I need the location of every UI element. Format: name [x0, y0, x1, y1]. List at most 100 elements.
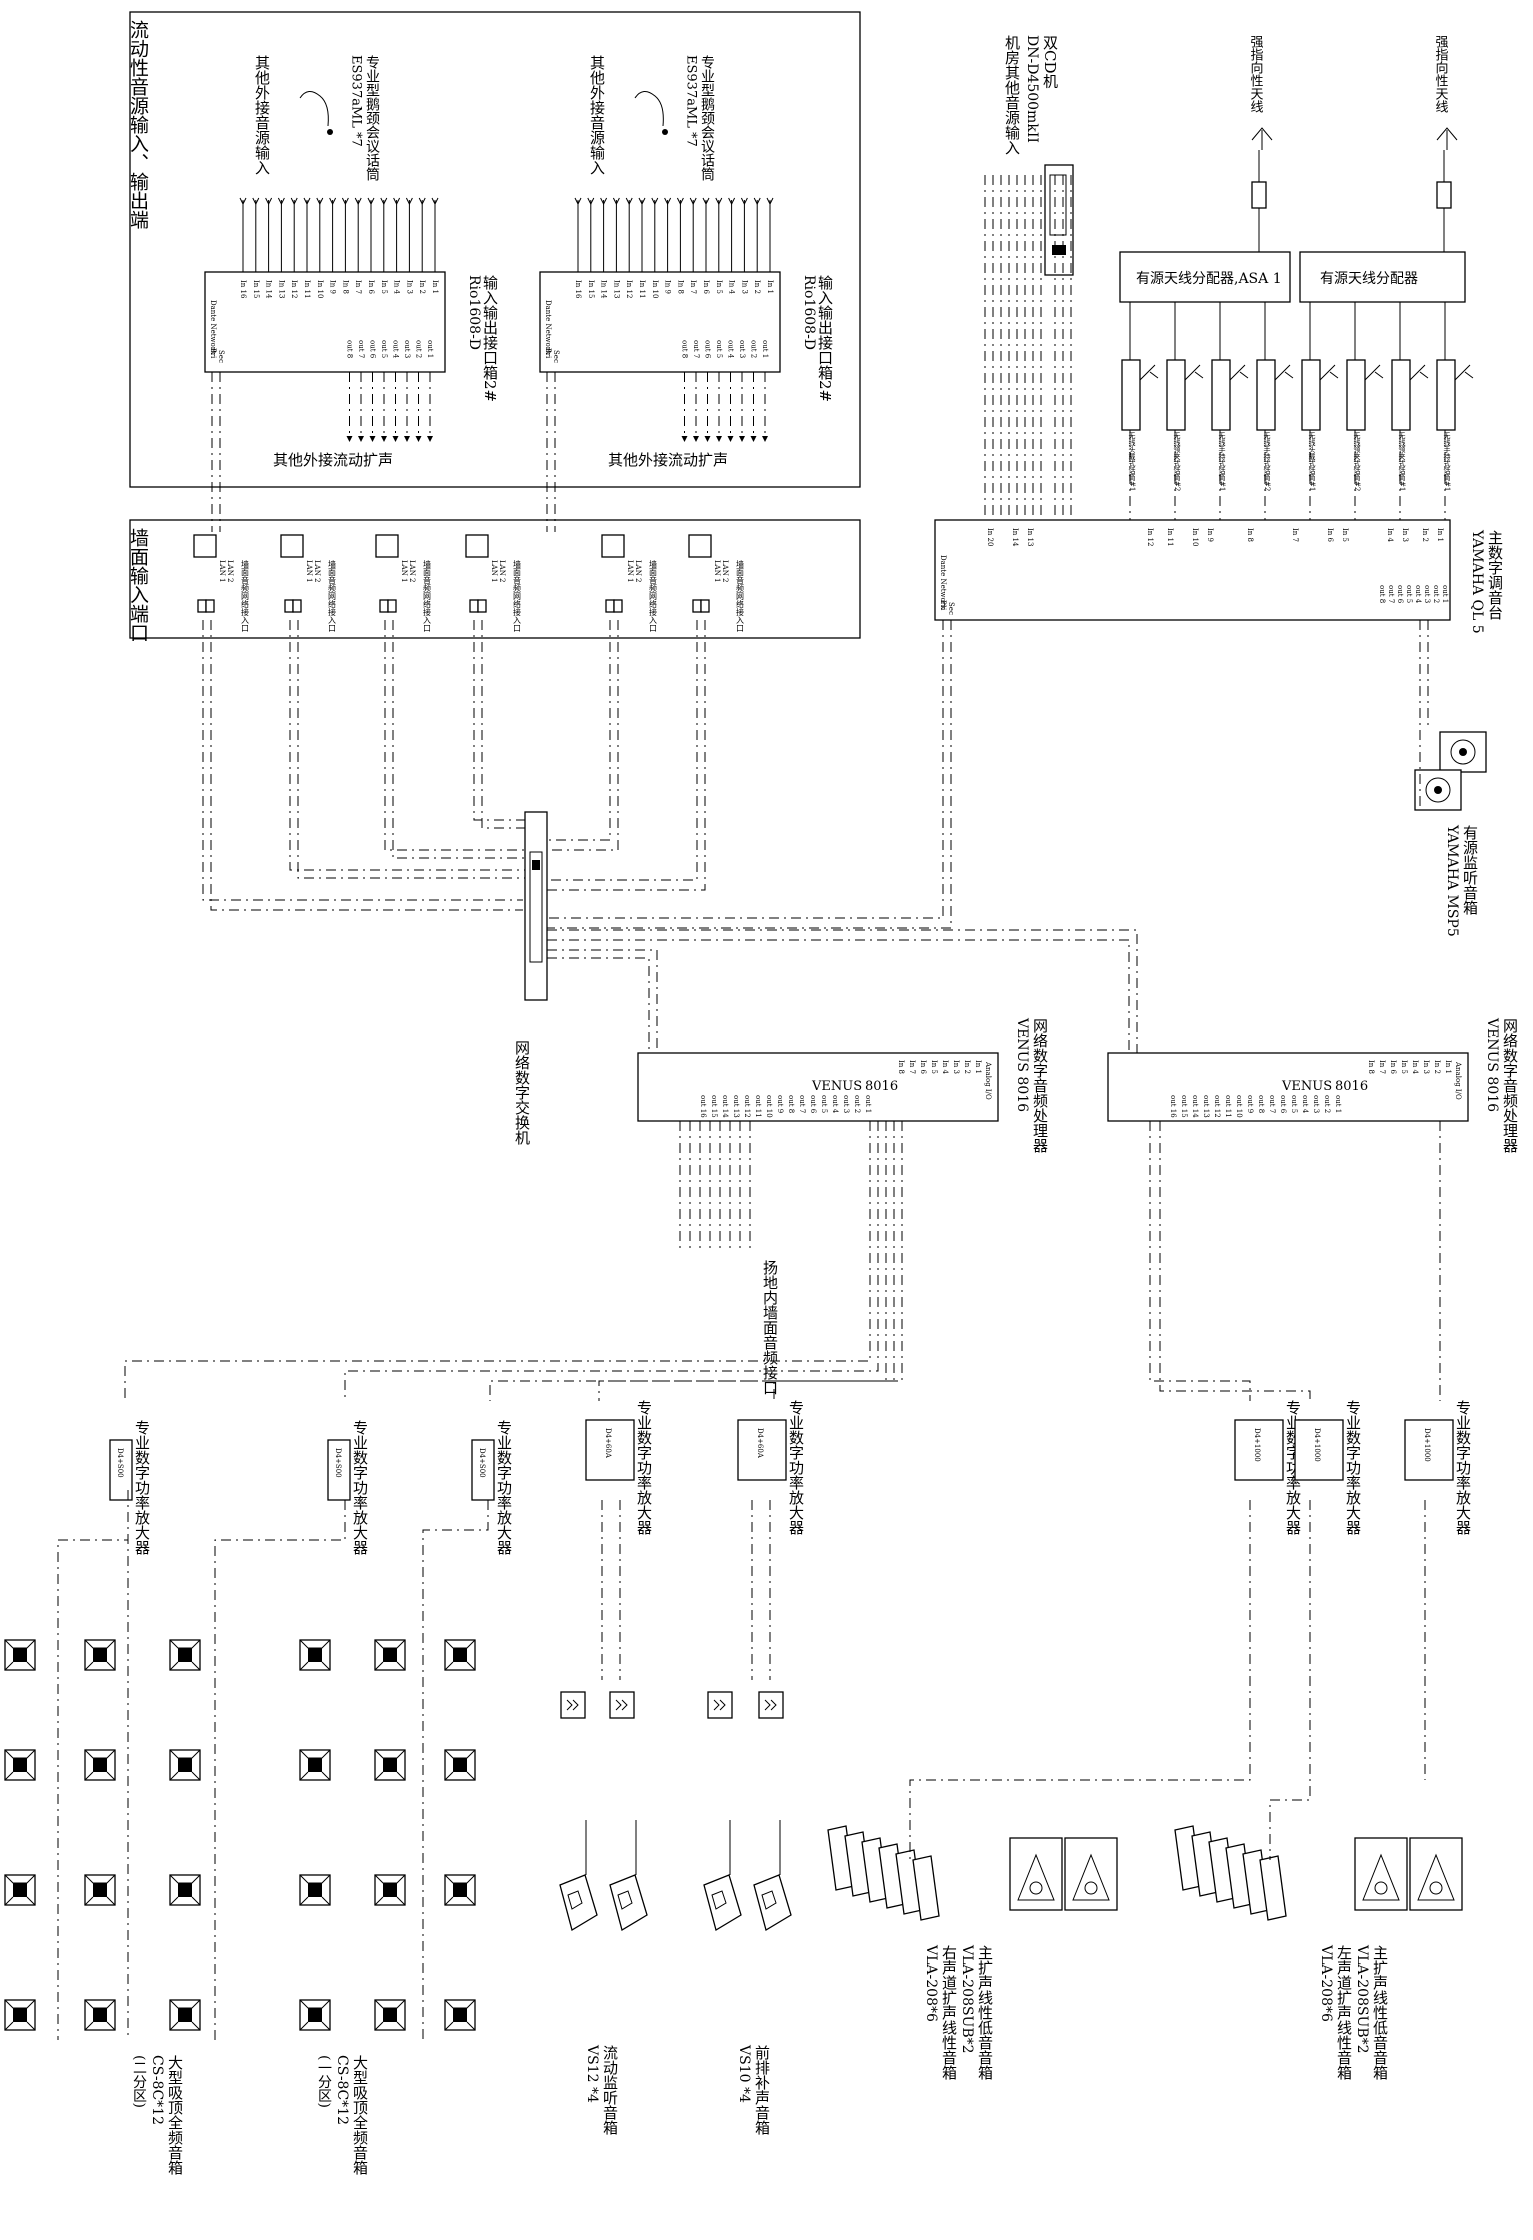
ceiling-labels: 大型吸顶全频音箱 CS-8C*12 (一分区) 大型吸顶全频音箱 CS-8C*1…: [131, 2055, 369, 2175]
antenna-icon: [1436, 127, 1458, 150]
rio-pri: Pri: [209, 348, 217, 359]
rio-input-port: In 3: [405, 280, 413, 294]
processor-input-port: In 5: [930, 1060, 938, 1074]
console-input-port: In 14: [1011, 528, 1019, 547]
wall-lan2: LAN 2: [313, 560, 321, 583]
rio-output-port: out 8: [681, 340, 689, 358]
amp-model: D4+60A: [604, 1428, 612, 1459]
rio-mic: 专业型鹅颈会议话筒: [699, 55, 715, 182]
output-arrow-icon: [427, 436, 433, 442]
wireless-receiver-icon: [1121, 359, 1141, 431]
rio-input-port: In 4: [393, 280, 401, 294]
rio-input-port: In 2: [753, 280, 761, 294]
amplifier-icon: [1294, 1419, 1344, 1481]
array-model: VLA-208*6: [923, 1944, 939, 2022]
array-arr: 左声道扩声线性音箱: [1335, 1945, 1353, 2080]
processor-output-port: out 9: [776, 1095, 784, 1113]
amp-output-box: [758, 1691, 784, 1719]
processor-input-port: In 4: [941, 1060, 949, 1074]
console-output-port: out 3: [1423, 585, 1431, 603]
ceiling-zone: (一分区): [316, 2055, 332, 2108]
wireless-receiver-icon: [1256, 359, 1276, 431]
console-input-port: In 6: [1326, 528, 1334, 542]
console-input-port: In 1: [1436, 528, 1444, 542]
wall-plate-icon: [465, 534, 489, 558]
rio-output-port: out 8: [346, 340, 354, 358]
rio-output-port: out 5: [380, 340, 388, 358]
lan-connector: [197, 599, 207, 613]
processor-input-port: In 3: [1422, 1060, 1430, 1074]
rio-output-port: out 4: [392, 340, 400, 359]
processor-num: 8016: [865, 1079, 898, 1094]
rio-title: 输入输出接口箱2#: [816, 275, 834, 402]
input-arrow-icon: [341, 197, 349, 206]
console-input-port: In 11: [1166, 528, 1174, 546]
rio-feed: 其他外接流动扩声: [273, 451, 393, 469]
processor-input-port: In 2: [963, 1060, 971, 1074]
speaker-center: [308, 1758, 322, 1772]
wireless-label: 无线手持式话筒#1: [1218, 432, 1226, 491]
lan-connector: [477, 599, 487, 613]
studio-monitor: 有源监听音箱 YAMAHA MSP5: [1414, 620, 1487, 937]
input-arrow-icon: [405, 197, 413, 206]
output-arrow-icon: [750, 436, 757, 442]
amplifier-icon: [471, 1439, 495, 1501]
console-input-port: In 12: [1146, 528, 1154, 546]
rio-input-port: In 12: [290, 280, 298, 298]
rio-output-port: out 2: [415, 340, 423, 358]
amp-label: 专业数字功率放大器: [133, 1420, 151, 1555]
rio-net: Dante Network: [209, 300, 217, 355]
line-array-element-icon: [912, 1855, 940, 1921]
amp-label: 专业数字功率放大器: [635, 1400, 653, 1535]
output-arrow-icon: [358, 436, 364, 442]
lan-connector: [605, 599, 615, 613]
output-arrow-icon: [716, 436, 722, 442]
wedge-speaker-icon: [753, 1874, 792, 1932]
processor-input-port: In 7: [908, 1060, 916, 1074]
rio-input-port: In 11: [638, 280, 646, 298]
rio-output-port: out 7: [357, 340, 365, 358]
rio-box-left: 输入输出接口箱2# Rio1608-D Dante Network Pri Se…: [204, 55, 499, 469]
console-sec: Sec: [947, 602, 955, 615]
console-input-port: In 4: [1386, 528, 1394, 542]
wall-lan1: LAN 1: [218, 560, 226, 583]
wireless-mic-icon: [1454, 364, 1474, 381]
rio-input-port: In 9: [329, 280, 337, 294]
wireless-receiver-icon: [1346, 359, 1366, 431]
amp-output-box: [609, 1691, 635, 1719]
console-title: 主数字调音台: [1486, 530, 1504, 620]
rio-input-port: In 15: [587, 280, 595, 298]
processor-input-port: In 5: [1400, 1060, 1408, 1074]
rio-net: Dante Network: [544, 300, 552, 355]
input-arrow-icon: [728, 197, 736, 206]
ceiling-label: 大型吸顶全频音箱: [351, 2055, 369, 2175]
rio-extra-in: 其他外接音源输入: [588, 55, 606, 175]
amp-model: D4+1000: [1423, 1428, 1431, 1462]
speaker-center: [178, 1648, 192, 1662]
rio-output-port: out 4: [727, 340, 735, 359]
switch-label: 网络数字交换机: [513, 1040, 531, 1146]
splitter-label: 有源天线分配器,ASA 1: [1136, 271, 1282, 287]
lan-connector: [387, 599, 397, 613]
amp-model: D4+60A: [756, 1428, 764, 1459]
processor-output-port: out 15: [1180, 1095, 1188, 1118]
wall-plate-label: 墙面音频网络接入口: [241, 559, 250, 632]
speaker-center: [93, 1758, 107, 1772]
wireless-label: 无线领夹式话筒#2: [1353, 432, 1361, 491]
network-cables: [124, 372, 1441, 1401]
input-arrow-icon: [418, 197, 426, 206]
wireless-receiver-icon: [1211, 359, 1231, 431]
antenna-label: 强指向性天线: [1433, 35, 1449, 113]
speaker-center: [13, 2008, 27, 2022]
speaker-center: [13, 1648, 27, 1662]
cd-model: DN-D4500mkII: [1024, 35, 1040, 143]
amplifier-icon: [585, 1419, 635, 1481]
rio-model: Rio1608-D: [466, 275, 482, 350]
processor-output-port: out 13: [732, 1095, 740, 1118]
processor-input-port: In 2: [1433, 1060, 1441, 1074]
array-model: VLA-208*6: [1318, 1944, 1334, 2022]
wedge-driver: [617, 1890, 633, 1910]
rio-input-port: In 10: [651, 280, 659, 298]
amp-model: D4+S00: [478, 1448, 486, 1478]
